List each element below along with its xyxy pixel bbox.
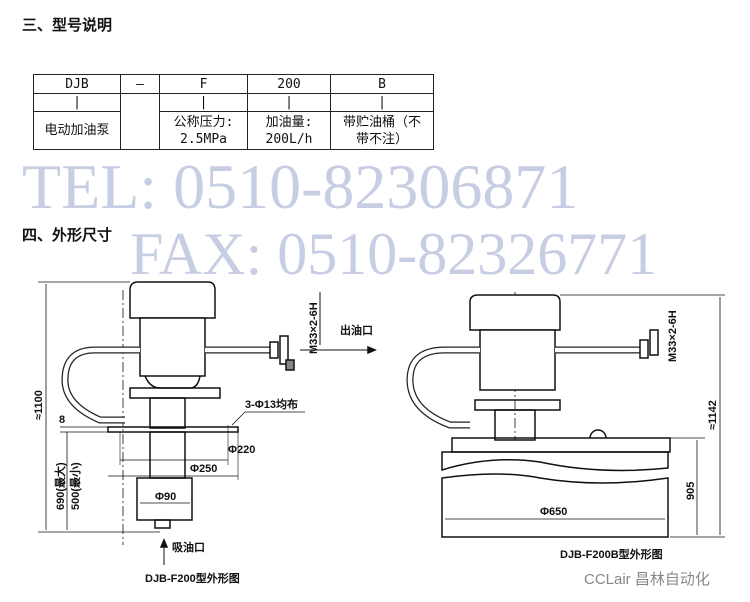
label-thread-right: M33×2-6H xyxy=(667,310,679,362)
caption-right: DJB-F200B型外形图 xyxy=(560,547,663,561)
label-outlet: 出油口 xyxy=(340,323,373,337)
label-height-min: 500(最小) xyxy=(68,462,82,510)
meaning-tank: 带贮油桶（不 带不注） xyxy=(330,111,434,150)
watermark-fax: FAX: 0510-82326771 xyxy=(130,221,658,287)
section3-heading: 三、型号说明 xyxy=(22,16,113,34)
right-pump-drawing xyxy=(406,292,725,538)
label-d90: Φ90 xyxy=(155,491,176,503)
meaning-pressure: 公称压力: 2.5MPa xyxy=(159,111,248,150)
label-gap: 8 xyxy=(59,414,65,426)
label-d650: Φ650 xyxy=(540,506,567,518)
label-thread-left: M33×2-6H xyxy=(308,302,320,354)
label-holes: 3-Φ13均布 xyxy=(245,397,298,411)
brand-watermark: CCLair 昌林自动化 xyxy=(584,571,710,588)
left-pump-drawing xyxy=(38,281,377,565)
label-height-tank: 905 xyxy=(685,482,697,500)
meaning-pump: 电动加油泵 xyxy=(33,111,121,150)
section4-heading: 四、外形尺寸 xyxy=(22,226,113,244)
label-height-total-left: ≈1100 xyxy=(33,390,45,420)
label-d220: Φ220 xyxy=(228,444,255,456)
watermark-tel: TEL: 0510-82306871 xyxy=(22,151,579,222)
label-height-total-right: ≈1142 xyxy=(707,400,719,430)
label-d250: Φ250 xyxy=(190,463,217,475)
label-inlet: 吸油口 xyxy=(172,540,205,554)
caption-left: DJB-F200型外形图 xyxy=(145,571,240,585)
model-spec-table: DJB — F 200 B | | | | 电动加油泵 公称压力: 2.5MPa… xyxy=(33,74,434,150)
label-height-max: 690(最大) xyxy=(53,462,67,510)
code-200: 200 xyxy=(247,74,331,94)
meaning-flow: 加油量: 200L/h xyxy=(247,111,331,150)
